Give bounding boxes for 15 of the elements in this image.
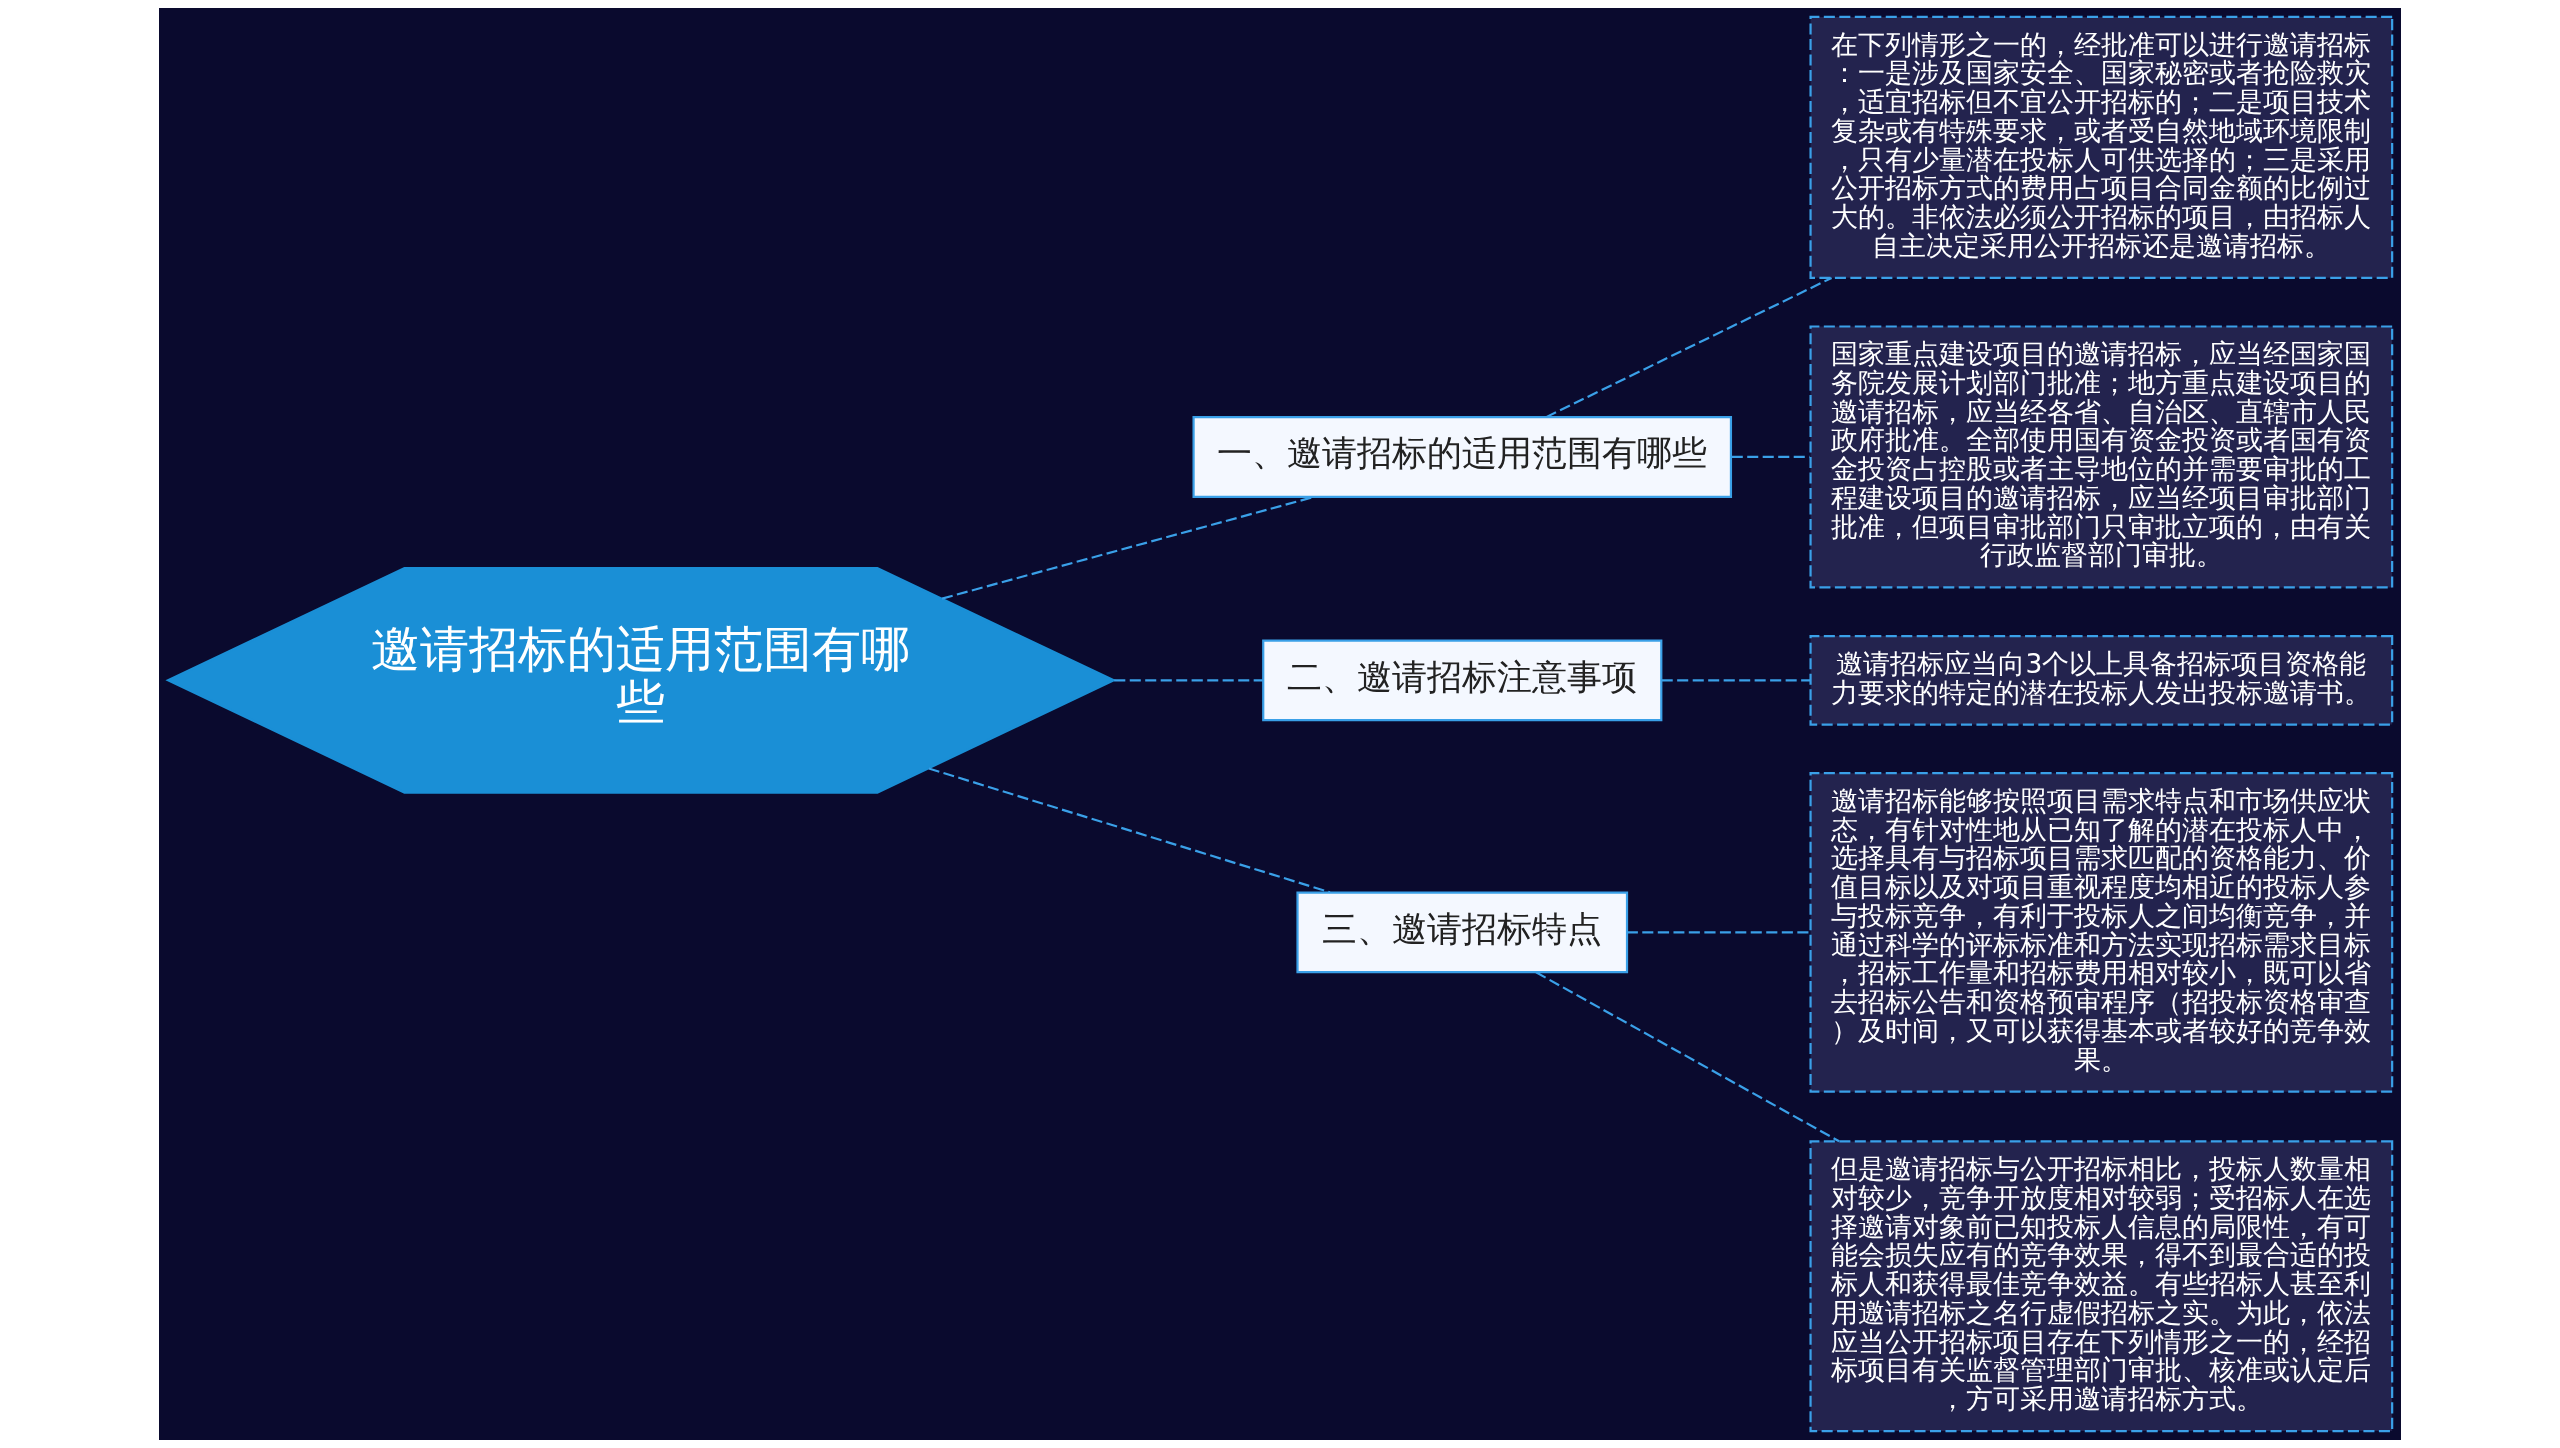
node-box: 国家重点建设项目的邀请招标，应当经国家国务院发展计划部门批准；地方重点建设项目的邀请招标，应当经各省、自治区、直辖市人民政府批准。全部使用国有资金投资或者国有资金投资占控股或者主导地位的并需要审批的工程建设项目的邀请招标，应当经项目审批部门批准，但项目审批部门只审批立项的，由有关行政监督部门审批。 <box>1809 325 2394 589</box>
node-box: 二、邀请招标注意事项 <box>1262 639 1663 722</box>
node-box: 邀请招标能够按照项目需求特点和市场供应状态，有针对性地从已知了解的潜在投标人中，选择具有与招标项目需求匹配的资格能力、价值目标以及对项目重视程度均相近的投标人参与投标竞争，有利于投标人之间均衡竞争，并通过科学的评标标准和方法实现招标需求目标，招标工作量和招标费用相对较小，既可以省去招标公告和资格预审程序（招投标资格审查）及时间，又可以获得基本或者较好的竞争效果。 <box>1809 772 2394 1093</box>
node-box: 在下列情形之一的，经批准可以进行邀请招标：一是涉及国家安全、国家秘密或者抢险救灾，适宜招标但不宜公开招标的；二是项目技术复杂或有特殊要求，或者受自然地域环境限制，只有少量潜在投标人可供选择的；三是采用公开招标方式的费用占项目合同金额的比例过大的。非依法必须公开招标的项目，由招标人自主决定采用公开招标还是邀请招标。 <box>1809 15 2394 279</box>
node-box: 邀请招标应当向3个以上具备招标项目资格能力要求的特定的潜在投标人发出投标邀请书。 <box>1809 635 2394 726</box>
connector <box>1545 276 1833 419</box>
connector <box>1535 971 1840 1143</box>
connector <box>928 767 1331 894</box>
connector <box>1731 455 1810 459</box>
connector <box>1114 679 1263 682</box>
node-box: 三、邀请招标特点 <box>1296 891 1629 974</box>
connector <box>1661 679 1811 682</box>
node-box: 一、邀请招标的适用范围有哪些 <box>1192 416 1733 498</box>
connector <box>1627 931 1810 934</box>
node-box: 但是邀请招标与公开招标相比，投标人数量相对较少，竞争开放度相对较弱；受招标人在选择邀请对象前已知投标人信息的局限性，有可能会损失应有的竞争效果，得不到最合适的投标人和获得最佳竞争效益。有些招标人甚至利用邀请招标之名行虚假招标之实。为此，依法应当公开招标项目存在下列情形之一的，经招标项目有关监督管理部门审批、核准或认定后，方可采用邀请招标方式。 <box>1809 1140 2394 1433</box>
